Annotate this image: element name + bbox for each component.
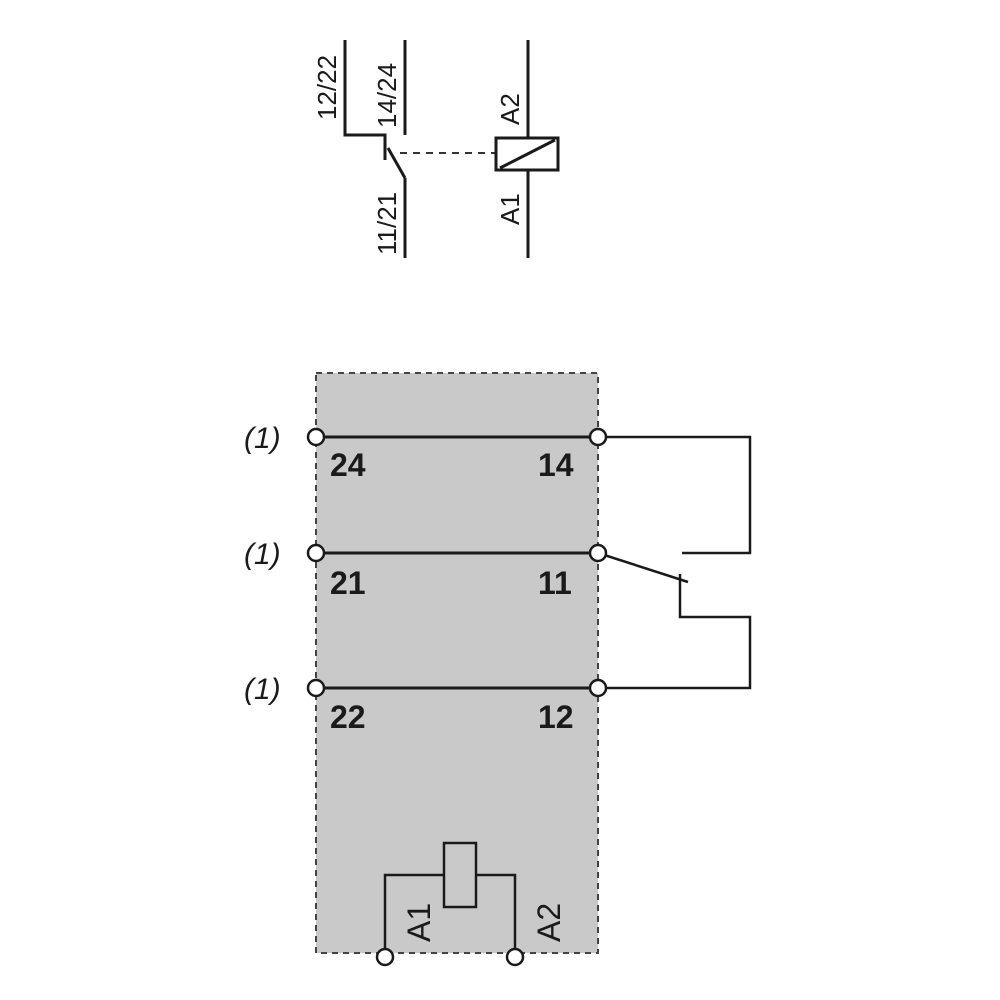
note-row-1: (1) [244,422,281,455]
coil-wire-a1 [383,873,444,955]
external-wire-12 [598,574,752,690]
note-row-2: (1) [244,538,281,571]
terminal-label-11: 11 [538,565,572,601]
terminal-label-21: 21 [330,565,366,601]
coil-wire-a2 [476,873,517,955]
nc-contact-line [343,40,387,160]
common-contact-label: 11/21 [372,192,402,255]
coil-label-a1: A1 [401,903,437,942]
terminal-label-12: 12 [538,699,574,735]
external-switch-blade [597,551,689,584]
nc-contact-label: 12/22 [312,55,342,120]
coil-bottom-label: A1 [495,193,525,225]
no-contact-label: 14/24 [372,63,402,128]
terminal-a2 [505,947,525,967]
terminal-24 [306,427,326,447]
external-wire-14 [598,435,752,555]
terminal-12 [588,678,608,698]
coil-top-label: A2 [495,93,525,125]
schematic-symbol: 12/22 14/24 11/21 A2 A1 [312,40,560,258]
switch-blade [386,147,407,179]
coil-body [442,841,478,909]
terminal-label-14: 14 [538,447,574,483]
terminal-11 [588,543,608,563]
coil-diagonal [499,138,556,170]
terminal-label-24: 24 [330,447,366,483]
note-row-3: (1) [244,673,281,706]
terminal-22 [306,678,326,698]
terminal-14 [588,427,608,447]
coil-label-a2: A2 [531,903,567,942]
terminal-label-22: 22 [330,699,366,735]
terminal-21 [306,543,326,563]
terminal-a1 [375,947,395,967]
relay-housing: (1) (1) (1) 24 14 21 11 22 12 A1 A2 [244,372,752,967]
